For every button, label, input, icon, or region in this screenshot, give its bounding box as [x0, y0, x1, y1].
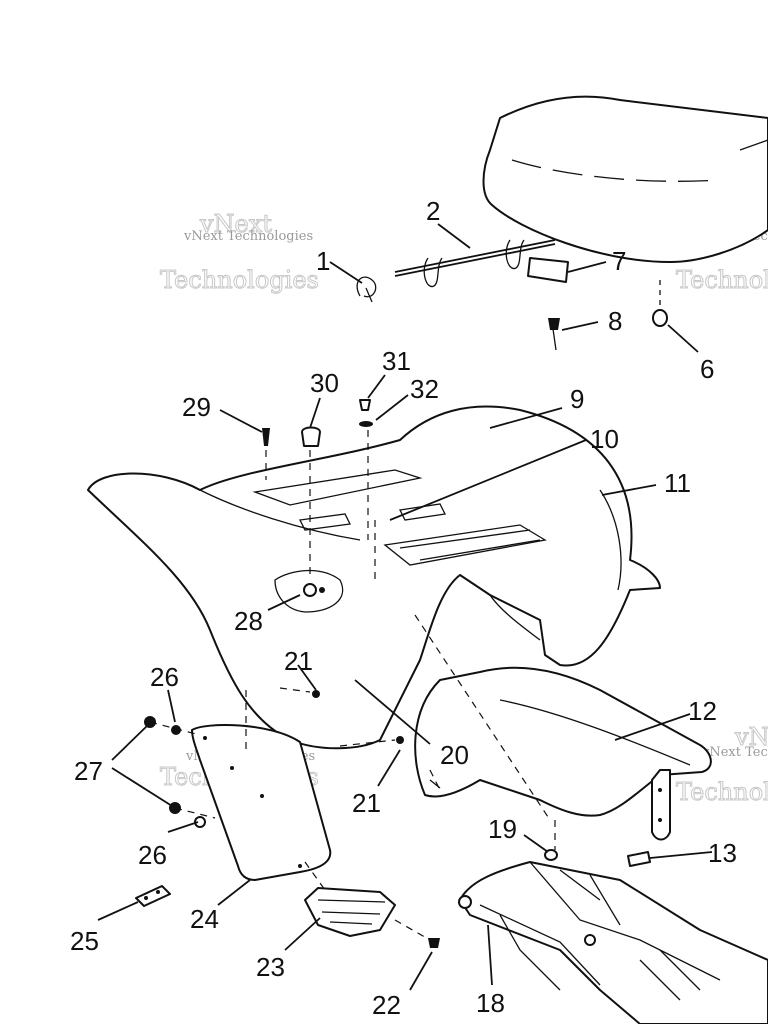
- callout-23: 23: [256, 952, 285, 982]
- bolt-22: [395, 920, 440, 948]
- callout-28: 28: [234, 606, 263, 636]
- callout-2: 2: [426, 196, 440, 226]
- callout-1: 1: [316, 246, 330, 276]
- watermark-word-technologies: Technologies: [676, 778, 768, 806]
- watermark-word-technologies: Technologies: [160, 266, 319, 294]
- callout-8: 8: [608, 306, 622, 336]
- callout-24: 24: [190, 904, 219, 934]
- callout-7: 7: [612, 246, 626, 276]
- callout-11: 11: [664, 468, 691, 498]
- latch-screw: [548, 318, 560, 350]
- callout-21-upper: 21: [284, 646, 313, 676]
- callout-32: 32: [410, 374, 439, 404]
- watermark-top-left: vNext Technologies vNext Technologies: [160, 210, 319, 294]
- callout-27: 27: [74, 756, 103, 786]
- callout-19: 19: [488, 814, 517, 844]
- callout-9: 9: [570, 384, 584, 414]
- callout-13: 13: [708, 838, 737, 868]
- callout-18: 18: [476, 988, 505, 1018]
- latch-bracket: [528, 258, 568, 282]
- callout-10: 10: [590, 424, 619, 454]
- callout-30: 30: [310, 368, 339, 398]
- bracket-plate: [136, 886, 170, 906]
- callout-20: 20: [440, 740, 469, 770]
- seat: [484, 97, 768, 262]
- callout-25: 25: [70, 926, 99, 956]
- callout-26-upper: 26: [150, 662, 179, 692]
- watermark-word-technologies: Technologies: [676, 266, 768, 294]
- callout-29: 29: [182, 392, 211, 422]
- callout-31: 31: [382, 346, 411, 376]
- footrest: [305, 888, 395, 936]
- callout-26-lower: 26: [138, 840, 167, 870]
- screw-31: [360, 400, 370, 410]
- callout-22: 22: [372, 990, 401, 1020]
- callout-21-lower: 21: [352, 788, 381, 818]
- callout-12: 12: [688, 696, 717, 726]
- frame: [459, 862, 768, 1024]
- callout-6: 6: [700, 354, 714, 384]
- watermark-line: vNext Technologies: [183, 229, 313, 244]
- seat-bumper: [653, 280, 667, 326]
